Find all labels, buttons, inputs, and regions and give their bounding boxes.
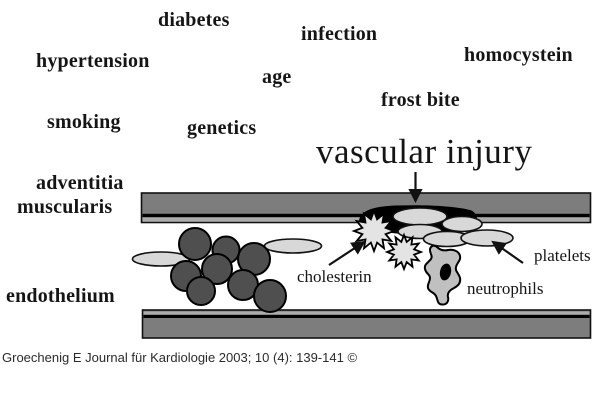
- risk-factor-infection: infection: [301, 23, 378, 45]
- neutrophil-cell: [423, 244, 462, 306]
- platelet-ellipse: [460, 229, 514, 247]
- source-citation: Groechenig E Journal für Kardiologie 200…: [2, 350, 358, 365]
- cholesterol-crystal: [351, 208, 397, 254]
- neutrophil-nucleus: [439, 263, 452, 281]
- risk-factor-frost-bite: frost bite: [381, 89, 460, 111]
- wall-bottom-endothelium-layer: [143, 311, 590, 316]
- blood-cell: [253, 279, 287, 313]
- wall-bottom-elastic-line: [143, 314, 590, 318]
- blood-cell: [186, 276, 216, 306]
- cholesterin-arrow: [328, 240, 366, 266]
- blood-cell-cluster: [170, 227, 287, 313]
- layer-label-endothelium: endothelium: [6, 285, 115, 307]
- risk-factor-genetics: genetics: [187, 117, 257, 139]
- layer-label-muscularis: muscularis: [17, 196, 113, 218]
- annotation-platelets: platelets: [534, 246, 591, 265]
- platelets-arrow: [491, 240, 524, 264]
- platelet-aggregate: [392, 207, 514, 248]
- risk-factor-diabetes: diabetes: [158, 9, 230, 31]
- risk-factor-smoking: smoking: [47, 111, 121, 133]
- annotation-cholesterin: cholesterin: [297, 267, 372, 286]
- diagram-title: vascular injury: [316, 132, 533, 171]
- annotation-neutrophils: neutrophils: [467, 279, 544, 298]
- platelet-ellipse: [392, 207, 448, 226]
- platelet-ellipse: [263, 238, 323, 254]
- cholesterol-crystal: [384, 232, 424, 272]
- risk-factor-hypertension: hypertension: [36, 50, 150, 72]
- risk-factor-homocystein: homocystein: [464, 44, 573, 66]
- platelet-ellipse: [441, 215, 483, 233]
- layer-label-adventitia: adventitia: [36, 172, 124, 194]
- blood-cell: [201, 253, 233, 285]
- risk-factor-age: age: [262, 66, 292, 88]
- blood-cell: [178, 227, 212, 261]
- vessel-wall-bottom: [141, 309, 592, 339]
